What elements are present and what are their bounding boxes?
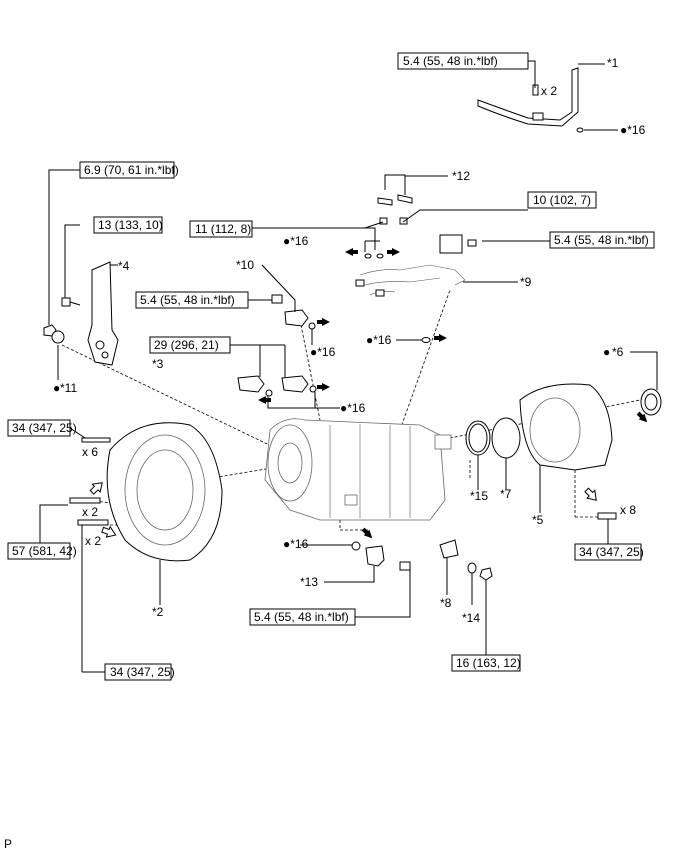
part-oil-cooler-tube	[477, 67, 584, 133]
svg-text:34 (347, 25): 34 (347, 25)	[110, 665, 175, 679]
svg-text:34 (347, 25): 34 (347, 25)	[579, 545, 644, 559]
callout-5: *5	[532, 513, 544, 527]
callout-16-sensor3: ●*16	[340, 401, 366, 415]
torque-box-t8: 29 (296, 21)	[149, 336, 231, 354]
torque-box-t3: 13 (133, 10)	[93, 216, 163, 234]
torque-box-t10: 57 (581, 42)	[7, 542, 77, 560]
torque-box-t2: 6.9 (70, 61 in.*lbf)	[79, 161, 179, 179]
callout-16-cooler: ●*16	[620, 123, 646, 137]
footer-code: P	[4, 837, 12, 851]
callout-9: *9	[520, 275, 532, 289]
torque-box-t12: 5.4 (55, 48 in.*lbf)	[249, 608, 356, 626]
callout-3: *3	[152, 357, 164, 371]
part-bracket-4	[87, 261, 119, 366]
callout-15: *15	[470, 489, 488, 503]
qty-x2-mid: x 2	[82, 505, 98, 519]
torque-box-t5: 11 (112, 8)	[189, 220, 253, 238]
outline-arrows	[89, 482, 597, 538]
part-snap-ring-15	[465, 420, 491, 456]
callout-14: *14	[462, 611, 480, 625]
callout-4: *4	[118, 259, 130, 273]
part-washer-14	[467, 562, 477, 574]
callout-7: *7	[500, 487, 512, 501]
svg-text:5.4 (55, 48 in.*lbf): 5.4 (55, 48 in.*lbf)	[403, 54, 498, 68]
part-converter-housing-2	[69, 422, 223, 562]
callout-16-speed: ●*16	[283, 537, 309, 551]
callout-2: *2	[152, 605, 164, 619]
part-speed-sensor-13	[351, 541, 411, 571]
leader-lines	[39, 60, 658, 673]
part-nut-11b	[51, 330, 65, 344]
part-sensor-3a	[237, 375, 273, 397]
part-sensor-3b	[281, 375, 317, 393]
part-wire-harness-9	[355, 234, 477, 343]
svg-text:34 (347, 25): 34 (347, 25)	[12, 421, 77, 435]
torque-box-t14: 34 (347, 25)	[574, 543, 644, 561]
bullet-11: ●	[53, 381, 60, 395]
svg-text:57 (581, 42): 57 (581, 42)	[12, 544, 77, 558]
svg-text:5.4 (55, 48 in.*lbf): 5.4 (55, 48 in.*lbf)	[140, 293, 235, 307]
part-bracket-8	[439, 539, 459, 559]
qty-x8: x 8	[620, 503, 636, 517]
callout-1: *1	[607, 56, 619, 70]
qty-x2-top: x 2	[541, 84, 557, 98]
part-transmission-case	[264, 418, 452, 521]
callout-13: *13	[300, 575, 318, 589]
torque-box-t4: 10 (102, 7)	[527, 191, 597, 209]
svg-text:5.4 (55, 48 in.*lbf): 5.4 (55, 48 in.*lbf)	[554, 233, 649, 247]
torque-box-t1: 5.4 (55, 48 in.*lbf)	[397, 52, 529, 70]
callout-16-harness: ●*16	[283, 234, 309, 248]
part-extension-housing-5	[519, 383, 662, 471]
callout-12: *12	[452, 169, 470, 183]
callout-8: *8	[440, 596, 452, 610]
bullet-6: ●	[603, 345, 610, 359]
callout-10: *10	[236, 258, 254, 272]
callout-6: *6	[612, 345, 624, 359]
svg-text:5.4 (55, 48 in.*lbf): 5.4 (55, 48 in.*lbf)	[254, 610, 349, 624]
torque-box-t9: 34 (347, 25)	[7, 419, 77, 437]
torque-box-t13: 16 (163, 12)	[451, 654, 521, 672]
callout-11: *11	[60, 381, 77, 395]
part-bolt-13	[61, 297, 81, 307]
callout-16-sensor10: ●*16	[310, 345, 336, 359]
part-seal-7	[491, 417, 521, 459]
part-sensor-10	[271, 294, 316, 330]
qty-x2-low: x 2	[85, 534, 101, 548]
svg-text:13 (133, 10): 13 (133, 10)	[98, 218, 163, 232]
svg-text:29 (296, 21): 29 (296, 21)	[154, 338, 219, 352]
part-bolt-x8	[597, 512, 617, 520]
torque-box-t6: 5.4 (55, 48 in.*lbf)	[549, 231, 655, 249]
svg-text:11 (112, 8): 11 (112, 8)	[195, 222, 251, 236]
svg-text:6.9 (70, 61 in.*lbf): 6.9 (70, 61 in.*lbf)	[84, 163, 179, 177]
qty-x6: x 6	[82, 445, 98, 459]
part-nut-16	[479, 567, 493, 581]
svg-text:16 (163, 12): 16 (163, 12)	[456, 656, 521, 670]
svg-text:10 (102, 7): 10 (102, 7)	[533, 193, 591, 207]
part-clamps-12	[377, 194, 413, 225]
torque-box-t7: 5.4 (55, 48 in.*lbf)	[135, 291, 249, 309]
callout-16-mid: ●*16	[366, 333, 392, 347]
torque-box-t11: 34 (347, 25)	[104, 663, 175, 681]
